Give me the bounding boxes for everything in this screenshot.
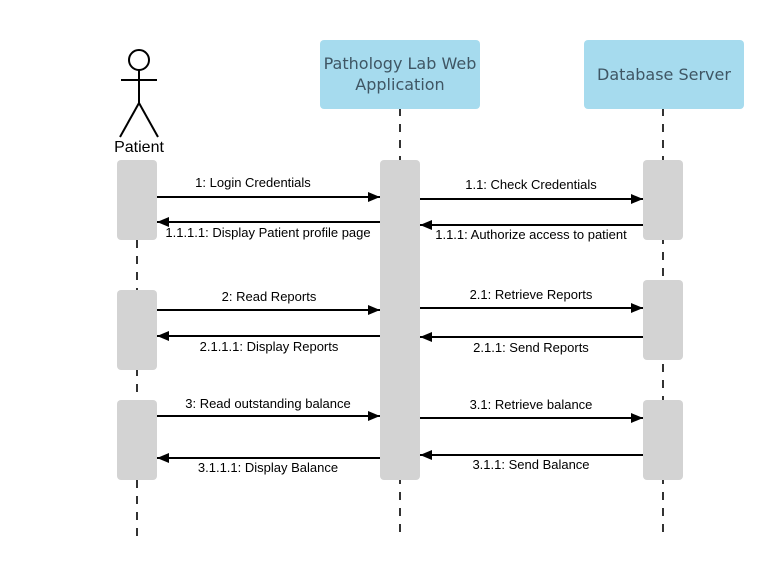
patient-label: Patient	[114, 139, 164, 156]
message-label-1-1-1: 1.1.1: Authorize access to patient	[435, 227, 627, 242]
message-label-3-1-1-1: 3.1.1.1: Display Balance	[198, 460, 338, 475]
message-label-3-1: 3.1: Retrieve balance	[470, 397, 593, 412]
message-label-2: 2: Read Reports	[222, 289, 317, 304]
message-label-2-1-1-1: 2.1.1.1: Display Reports	[200, 339, 339, 354]
webapp-activation	[380, 160, 420, 480]
message-label-2-1: 2.1: Retrieve Reports	[470, 287, 593, 302]
patient-actor	[119, 49, 159, 138]
message-label-1-1: 1.1: Check Credentials	[465, 177, 597, 192]
database-activation-1	[643, 160, 683, 240]
message-label-1-1-1-1: 1.1.1.1: Display Patient profile page	[165, 225, 370, 240]
message-label-2-1-1: 2.1.1: Send Reports	[473, 340, 589, 355]
webapp-title-line1: Pathology Lab Web	[324, 54, 477, 73]
database-header-box	[584, 40, 744, 109]
actor-head	[128, 49, 150, 71]
message-label-1: 1: Login Credentials	[195, 175, 311, 190]
database-title: Database Server	[597, 65, 731, 84]
message-label-3: 3: Read outstanding balance	[185, 396, 351, 411]
database-activation-3	[643, 400, 683, 480]
webapp-title-line2: Application	[355, 75, 444, 94]
patient-activation-2	[117, 290, 157, 370]
database-activation-2	[643, 280, 683, 360]
patient-activation-3	[117, 400, 157, 480]
patient-activation-1	[117, 160, 157, 240]
message-label-3-1-1: 3.1.1: Send Balance	[472, 457, 589, 472]
webapp-header-box	[320, 40, 480, 109]
